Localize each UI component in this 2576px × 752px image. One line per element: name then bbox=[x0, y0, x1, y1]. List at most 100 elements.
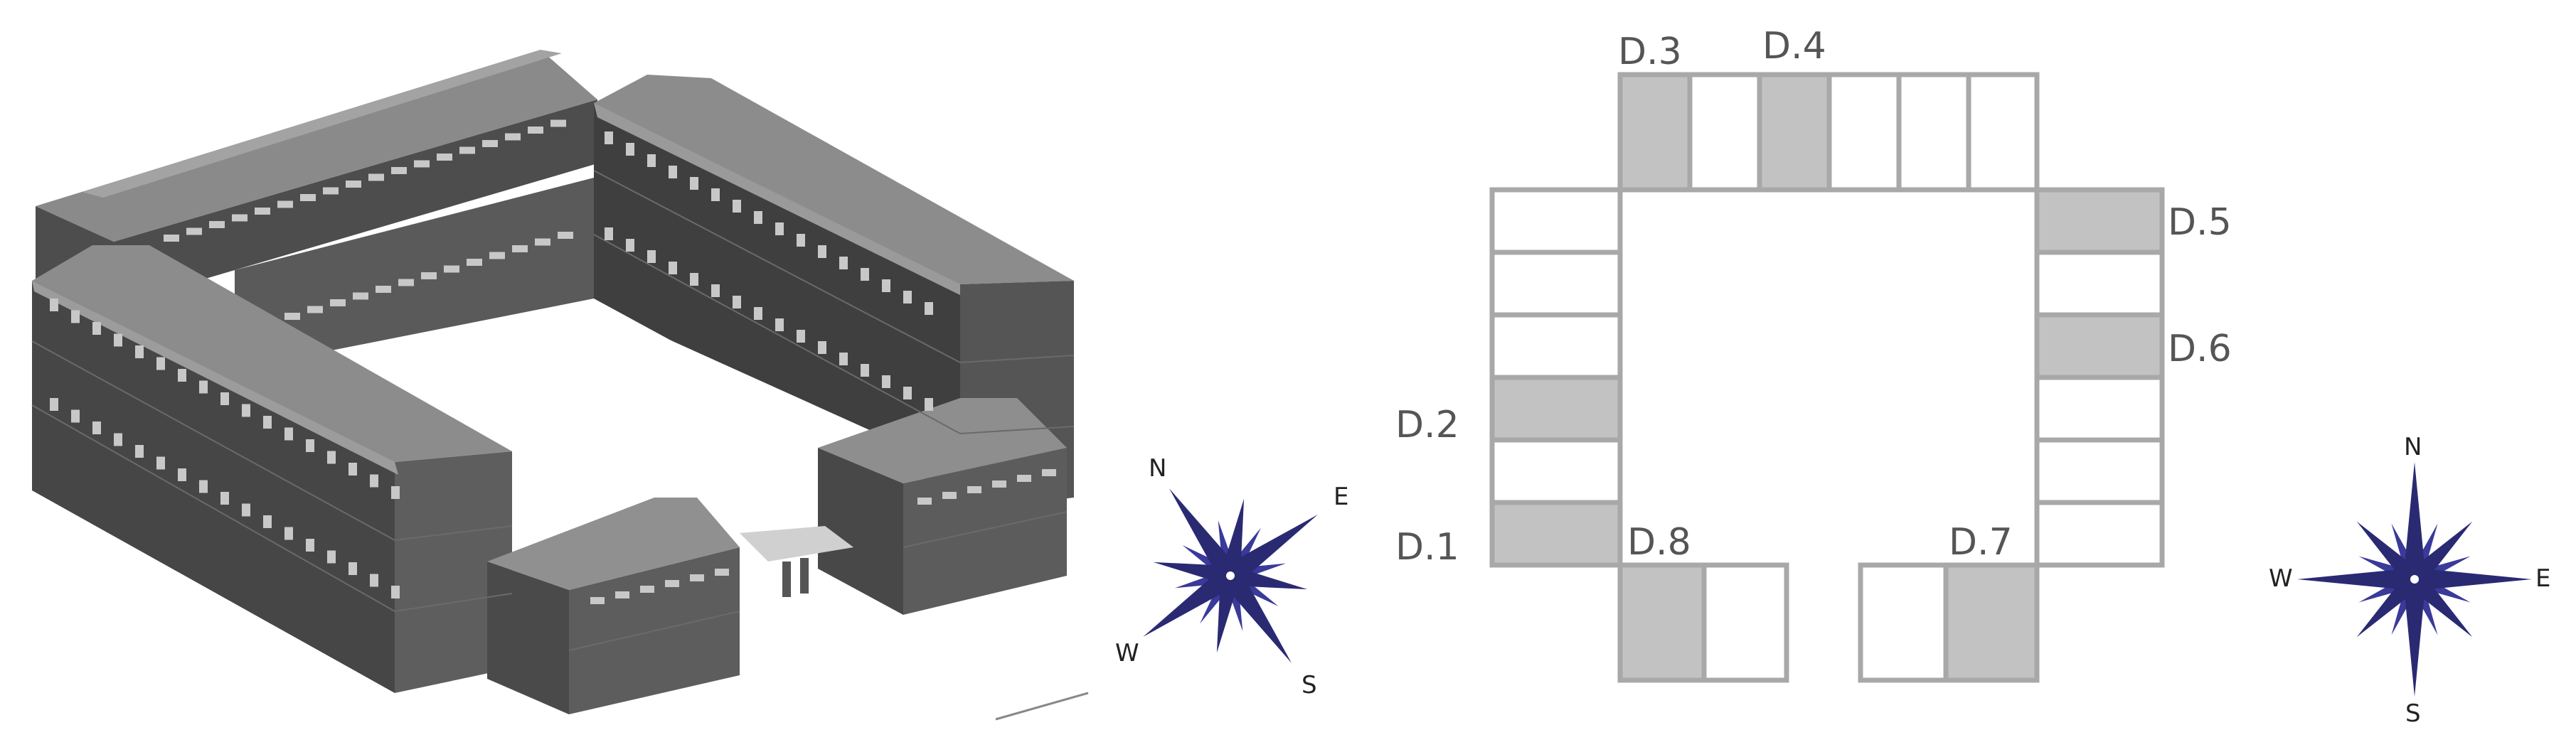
s-block-front-wall bbox=[487, 562, 569, 714]
window bbox=[368, 173, 384, 181]
window bbox=[715, 569, 729, 576]
bridge-pillar bbox=[800, 558, 809, 593]
room-d6 bbox=[2034, 312, 2165, 380]
compass-spike bbox=[1223, 514, 1318, 586]
compass-spike bbox=[2403, 579, 2426, 697]
window-row bbox=[50, 299, 400, 499]
window bbox=[306, 439, 314, 452]
room-label-d1: D.1 bbox=[1395, 526, 1459, 569]
room-label-d4: D.4 bbox=[1762, 25, 1826, 68]
window bbox=[255, 208, 270, 215]
compass-center bbox=[2410, 575, 2419, 584]
window bbox=[467, 259, 482, 266]
room-label-d3: D.3 bbox=[1618, 31, 1682, 73]
compass-spike bbox=[1169, 488, 1240, 583]
window-row bbox=[50, 398, 400, 598]
window bbox=[818, 245, 826, 258]
window bbox=[186, 227, 202, 235]
courtyard-floor bbox=[384, 306, 925, 490]
room-bottom-right-1 bbox=[1858, 562, 1949, 683]
window bbox=[690, 177, 698, 190]
window bbox=[590, 597, 605, 604]
window bbox=[1042, 469, 1056, 476]
compass-spike bbox=[2403, 462, 2426, 579]
floor-line bbox=[593, 234, 961, 434]
room-d8 bbox=[1617, 562, 1707, 683]
nw-wing-roof bbox=[36, 50, 597, 242]
sw-wing-roof bbox=[32, 245, 512, 462]
room-right-6 bbox=[2034, 500, 2165, 568]
window bbox=[346, 181, 361, 188]
ne-wing-front-wall bbox=[594, 103, 960, 498]
floor-line bbox=[31, 404, 395, 612]
window bbox=[348, 562, 357, 575]
compass-center bbox=[1226, 571, 1235, 580]
window bbox=[665, 580, 679, 587]
se-block-roof bbox=[818, 398, 1067, 483]
nw-wing-ridge bbox=[82, 50, 562, 198]
window bbox=[605, 131, 613, 144]
window bbox=[903, 291, 912, 304]
window bbox=[348, 463, 357, 476]
window bbox=[398, 279, 414, 286]
se-block-front-wall bbox=[818, 448, 903, 615]
window bbox=[284, 313, 300, 320]
s-block-roof bbox=[487, 498, 740, 590]
window bbox=[414, 160, 430, 168]
window bbox=[839, 353, 848, 365]
window bbox=[327, 451, 336, 464]
window bbox=[459, 146, 475, 154]
ne-wing-roof bbox=[594, 75, 1074, 284]
window bbox=[444, 265, 459, 273]
compass-spike bbox=[2297, 568, 2415, 591]
window bbox=[178, 369, 186, 382]
window bbox=[512, 245, 528, 252]
window bbox=[690, 574, 704, 581]
window-row bbox=[590, 569, 729, 604]
window bbox=[391, 486, 400, 499]
window bbox=[797, 330, 805, 343]
compass-right-east-label: E bbox=[2535, 564, 2550, 593]
bridge-deck bbox=[740, 526, 853, 562]
window bbox=[370, 574, 378, 587]
compass-spike bbox=[2415, 568, 2532, 591]
room-d3 bbox=[1617, 72, 1693, 193]
window bbox=[775, 222, 784, 235]
se-block-side-wall bbox=[903, 448, 1067, 615]
window bbox=[284, 527, 293, 540]
isometric-building-model bbox=[31, 50, 1075, 714]
window bbox=[92, 322, 101, 335]
window bbox=[114, 433, 122, 446]
room-right-5 bbox=[2034, 437, 2165, 505]
south-east-block bbox=[818, 398, 1067, 615]
room-top-5 bbox=[1896, 72, 1971, 193]
compass-spike bbox=[1143, 566, 1238, 638]
window-row bbox=[917, 469, 1056, 505]
window bbox=[903, 387, 912, 399]
window bbox=[220, 492, 229, 505]
window bbox=[861, 364, 869, 377]
window bbox=[92, 421, 101, 434]
compass-left-north-label: N bbox=[1149, 454, 1166, 483]
window bbox=[263, 416, 272, 429]
room-label-d5: D.5 bbox=[2168, 201, 2232, 244]
room-top-4 bbox=[1826, 72, 1902, 193]
window bbox=[797, 234, 805, 247]
room-label-d2: D.2 bbox=[1395, 404, 1459, 446]
room-d5 bbox=[2034, 187, 2165, 255]
window bbox=[882, 375, 890, 388]
window bbox=[925, 398, 933, 411]
window bbox=[391, 167, 407, 174]
window-rows bbox=[50, 119, 1056, 604]
window bbox=[505, 133, 521, 141]
window bbox=[733, 200, 741, 213]
window bbox=[242, 404, 250, 417]
window bbox=[284, 427, 293, 441]
compass-left-west-label: W bbox=[1115, 639, 1139, 667]
window bbox=[71, 310, 80, 323]
window bbox=[647, 154, 656, 167]
room-left-5 bbox=[1489, 437, 1623, 505]
compass-left-east-label: E bbox=[1334, 483, 1348, 511]
room-top-2 bbox=[1687, 72, 1762, 193]
